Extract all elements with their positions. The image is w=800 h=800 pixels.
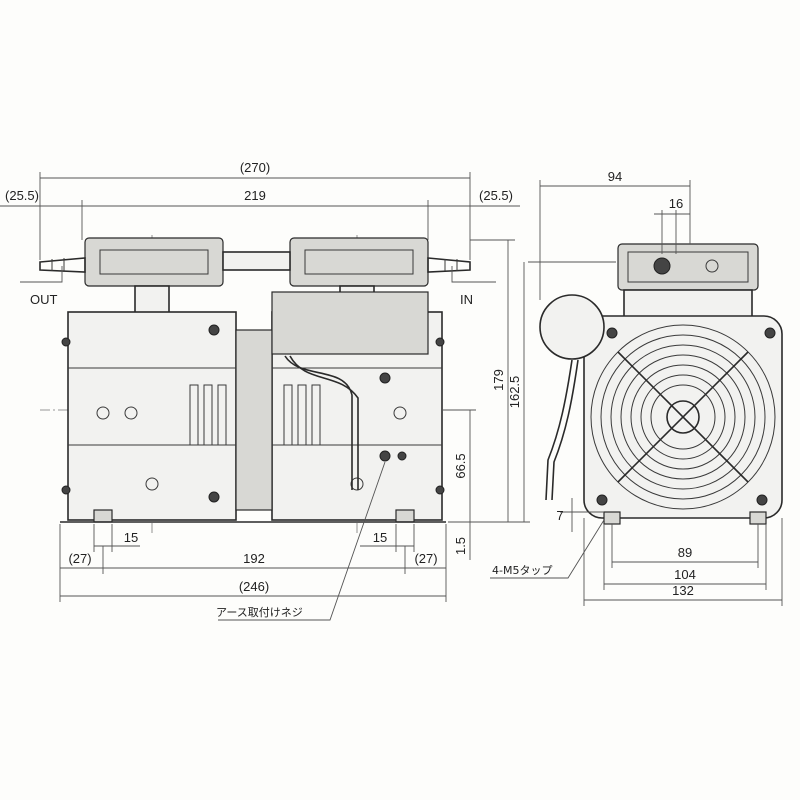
side-view (539, 243, 783, 525)
front-left-foot (93, 509, 113, 523)
inlet-hose-barb (427, 257, 471, 273)
dim-center-height: 66.5 (453, 453, 468, 478)
dimension-lines (0, 172, 783, 621)
ground-screw (379, 372, 391, 384)
outlet-label: OUT (30, 292, 58, 307)
dim-base-length: (246) (239, 579, 269, 594)
dimension-text: (270) (25.5) 219 (25.5) 94 16 179 162.5 … (5, 160, 696, 619)
inlet-label: IN (460, 292, 473, 307)
dim-foot-width-left: 15 (124, 530, 138, 545)
left-cylinder-body (67, 311, 237, 521)
outlet-hose-barb (39, 257, 86, 273)
side-pump-head (617, 243, 759, 291)
side-neck (623, 289, 753, 321)
connecting-pipe (222, 251, 291, 271)
fan-guard (590, 324, 776, 510)
cooling-fins (189, 384, 321, 446)
right-pump-head (289, 237, 429, 287)
dim-head-offset: 16 (669, 196, 683, 211)
dim-overall-length: (270) (240, 160, 270, 175)
dim-side-depth: 94 (608, 169, 622, 184)
capacitor (539, 294, 605, 360)
dim-side-width: 132 (672, 583, 694, 598)
front-right-foot (395, 509, 415, 523)
side-right-foot (749, 511, 767, 525)
side-lead-wire (545, 359, 573, 501)
dim-height-to-port: 162.5 (507, 376, 522, 409)
dim-center-span: 219 (244, 188, 266, 203)
side-left-foot (603, 511, 621, 525)
dim-side-foot-span: 104 (674, 567, 696, 582)
right-head-plate (304, 249, 414, 275)
dim-mount-pitch: 192 (243, 551, 265, 566)
side-head-fitting (653, 257, 671, 275)
ground-screw-label: アース取付けネジ (216, 606, 303, 619)
body-bolts (61, 324, 445, 503)
capacitor-box (271, 291, 429, 355)
dim-side-mount-pitch: 89 (678, 545, 692, 560)
mount-tap-label: 4-M5タップ (492, 564, 552, 577)
front-view (39, 235, 471, 535)
motor-center-core (235, 329, 273, 511)
dim-foot-width-right: 15 (373, 530, 387, 545)
dim-foot-clearance: 1.5 (453, 537, 468, 555)
dim-base-margin-right: (27) (414, 551, 437, 566)
fan-hub (666, 400, 700, 434)
left-pump-head (84, 237, 224, 287)
dim-foot-height-side: 7 (556, 508, 563, 523)
dim-port-offset-right: (25.5) (479, 188, 513, 203)
left-head-plate (99, 249, 209, 275)
dim-base-margin-left: (27) (68, 551, 91, 566)
dim-port-offset-left: (25.5) (5, 188, 39, 203)
dim-total-height: 179 (491, 369, 506, 391)
lead-wire (284, 355, 353, 490)
